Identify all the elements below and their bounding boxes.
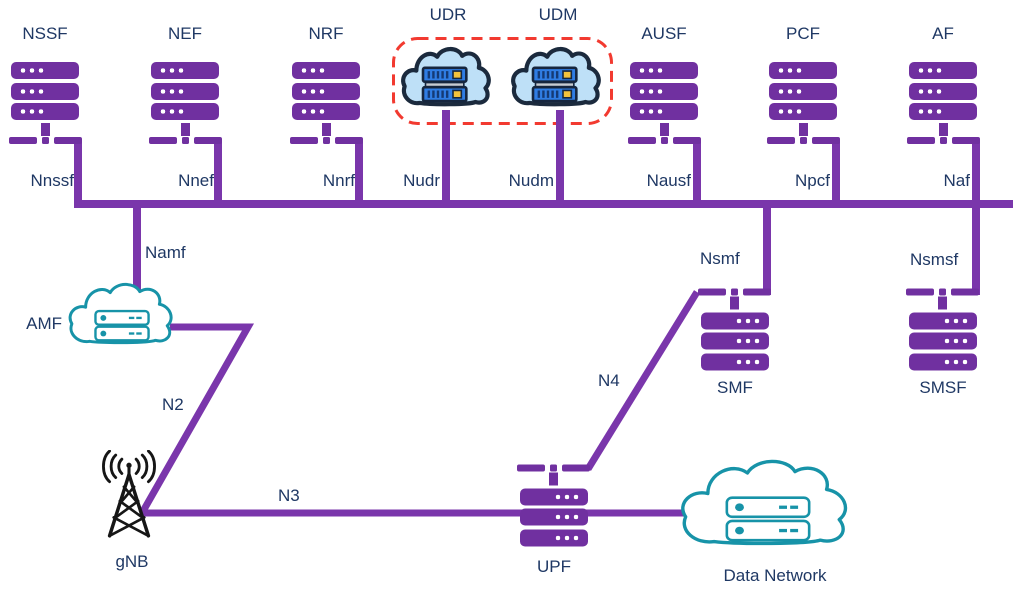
node-pcf-label: PCF (786, 24, 820, 43)
node-smsf-label: SMSF (919, 378, 967, 397)
node-udm-label: UDM (538, 5, 578, 24)
node-amf-label: AMF (26, 314, 62, 333)
node-nrf: NRF (289, 24, 363, 144)
interface-label-nudm: Nudm (508, 171, 554, 190)
node-nssf-label: NSSF (22, 24, 68, 43)
cloud-servers-icon-amf (64, 277, 182, 353)
reference-label-n3: N3 (278, 486, 300, 505)
node-nef: NEF (148, 24, 222, 144)
server-stack-icon (289, 62, 363, 144)
udr-udm-group-outline (392, 37, 613, 125)
interface-label-nudr: Nudr (403, 171, 440, 190)
node-smf-label: SMF (717, 378, 753, 397)
interface-label-nnrf: Nnrf (322, 171, 355, 190)
node-pcf: PCF (766, 24, 840, 144)
interface-label-namf: Namf (145, 243, 186, 262)
link-n2 (138, 323, 255, 515)
server-stack-icon (627, 62, 701, 144)
reference-label-n2: N2 (162, 395, 184, 414)
server-stack-icon-smf (698, 289, 772, 371)
server-stack-icon (148, 62, 222, 144)
server-stack-icon (906, 62, 980, 144)
server-stack-icon-smsf (906, 289, 980, 371)
interface-label-naf: Naf (943, 171, 970, 190)
radio-tower-icon-gnb (102, 450, 156, 538)
node-udr-label: UDR (429, 5, 467, 24)
node-nrf-label: NRF (308, 24, 344, 43)
node-data-network-label: Data Network (723, 566, 827, 585)
node-ausf: AUSF (627, 24, 701, 144)
server-stack-icon-upf (517, 465, 591, 547)
node-gnb-label: gNB (115, 552, 149, 571)
interface-label-nsmf: Nsmf (700, 249, 740, 268)
interface-label-nnssf: Nnssf (30, 171, 74, 190)
node-af-label: AF (932, 24, 954, 43)
link-n4 (585, 290, 700, 471)
server-stack-icon (8, 62, 82, 144)
node-af: AF (906, 24, 980, 144)
interface-label-npcf: Npcf (795, 171, 830, 190)
interface-label-nnef: Nnef (178, 171, 214, 190)
node-nef-label: NEF (168, 24, 202, 43)
node-upf-label: UPF (537, 557, 571, 576)
interface-label-nausf: Nausf (646, 171, 691, 190)
node-ausf-label: AUSF (641, 24, 687, 43)
server-stack-icon (766, 62, 840, 144)
cloud-servers-icon-data-network (673, 451, 863, 558)
node-nssf: NSSF (8, 24, 82, 144)
interface-label-nsmsf: Nsmsf (910, 250, 959, 269)
cloud-database-icon-udm (508, 42, 608, 114)
reference-label-n4: N4 (598, 371, 620, 390)
cloud-database-icon-udr (398, 42, 498, 114)
